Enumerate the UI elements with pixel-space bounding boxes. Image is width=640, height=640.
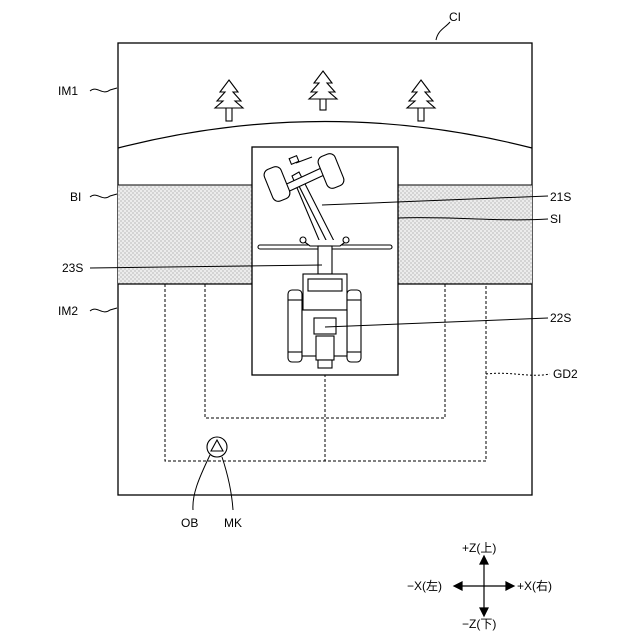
axis-label-plus-x: +X(右) [517,578,552,593]
label-22s: 22S [550,311,571,325]
leader-im2 [90,308,117,312]
label-si: SI [550,212,561,226]
axis-label-minus-z: −Z(下) [462,617,496,631]
axis-cross [454,556,514,616]
label-ob: OB [181,516,198,530]
label-bi: BI [70,190,81,204]
leader-bi [90,194,117,198]
leader-im1 [90,88,117,92]
arrow-up-icon [480,556,488,564]
label-ci: CI [449,10,461,24]
leader-ci [436,22,450,40]
label-im1: IM1 [58,84,78,98]
arrow-down-icon [480,608,488,616]
arrow-right-icon [506,582,514,590]
label-21s: 21S [550,190,571,204]
label-23s: 23S [62,261,83,275]
label-im2: IM2 [58,304,78,318]
arrow-left-icon [454,582,462,590]
label-gd2: GD2 [553,367,578,381]
label-mk: MK [224,516,242,530]
axis-label-minus-x: −X(左) [407,578,442,593]
axis-label-plus-z: +Z(上) [462,541,496,555]
